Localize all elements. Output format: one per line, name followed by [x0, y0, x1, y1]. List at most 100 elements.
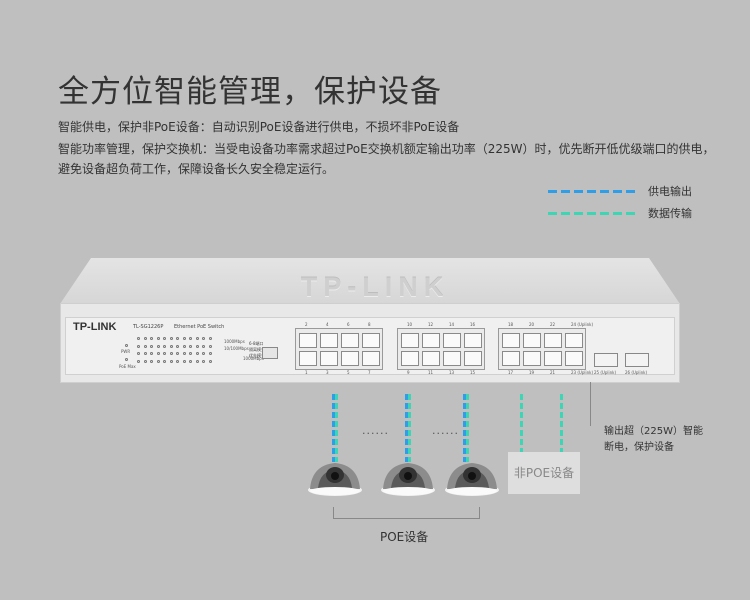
power-led-icon — [125, 344, 128, 347]
port-led-icon — [150, 352, 153, 355]
page-title: 全方位智能管理，保护设备 — [58, 74, 442, 110]
port-led-icon — [202, 352, 205, 355]
port-number: 22 — [550, 322, 556, 327]
ethernet-port[interactable] — [362, 351, 380, 366]
port-number: 6 — [347, 322, 350, 327]
port-led-icon — [208, 359, 212, 363]
port-number: 5 — [347, 370, 350, 375]
ethernet-port[interactable] — [320, 351, 338, 366]
speed-label-1000: 1000Mbps — [224, 339, 245, 344]
poe-devices-label: POE设备 — [380, 530, 429, 544]
ethernet-port[interactable] — [523, 351, 541, 366]
port-led-icon — [169, 344, 173, 348]
port-led-icon — [182, 352, 186, 355]
callout-text: 输出超（225W）智能 — [604, 426, 703, 437]
ethernet-port[interactable] — [464, 351, 482, 366]
ethernet-port[interactable] — [299, 351, 317, 366]
port-led-icon — [189, 337, 192, 340]
port-number: 26 (Uplink) — [625, 370, 648, 375]
port-number: 21 — [550, 370, 556, 375]
ethernet-port[interactable] — [299, 333, 317, 348]
ethernet-port[interactable] — [422, 351, 440, 366]
port-led-icon — [189, 344, 192, 348]
ethernet-port[interactable] — [422, 333, 440, 348]
bracket — [333, 507, 334, 519]
poe-max-led-label: PoE Max — [119, 364, 136, 369]
port-led-icon — [202, 344, 205, 348]
port-led-icon — [137, 352, 140, 355]
feature-description-poe-protection: 智能供电，保护非PoE设备：自动识别PoE设备进行供电，不损坏非PoE设备 — [58, 120, 460, 134]
bracket — [333, 518, 480, 519]
port-number: 11 — [428, 370, 434, 375]
data-line — [466, 394, 469, 462]
port-led-icon — [176, 352, 179, 355]
callout-text: 断电，保护设备 — [604, 442, 674, 453]
port-led-icon — [189, 352, 192, 355]
port-number: 10 — [407, 322, 413, 327]
port-led-icon — [169, 337, 173, 340]
port-led-icon — [182, 337, 186, 340]
non-poe-device: 非POE设备 — [508, 452, 580, 494]
sfp-port[interactable] — [594, 353, 618, 367]
sfp-port[interactable] — [625, 353, 649, 367]
ethernet-port[interactable] — [443, 351, 461, 366]
port-led-icon — [202, 337, 205, 340]
port-led-icon — [137, 359, 140, 363]
port-led-icon — [195, 337, 199, 340]
port-number: 16 — [470, 322, 476, 327]
ellipsis-text: ...... — [362, 424, 389, 437]
dome-camera-icon — [381, 463, 435, 496]
port-led-icon — [208, 352, 212, 355]
port-number: 8 — [368, 322, 371, 327]
ethernet-port[interactable] — [341, 333, 359, 348]
power-line — [332, 394, 335, 462]
power-led-label: PWR — [121, 349, 131, 354]
overload-callout: 输出超（225W）智能 断电，保护设备 — [604, 424, 703, 456]
port-number: 17 — [508, 370, 514, 375]
port-led-icon — [202, 359, 205, 363]
port-number: 3 — [326, 370, 329, 375]
mode-label: 隔离模式 — [249, 347, 265, 352]
ethernet-port[interactable] — [565, 351, 583, 366]
port-led-icon — [182, 344, 186, 348]
port-led-icon — [176, 359, 179, 363]
poe-cable — [463, 394, 469, 462]
ethernet-port[interactable] — [502, 333, 520, 348]
feature-description-line: 避免设备超负荷工作，保障设备长久安全稳定运行。 — [58, 162, 335, 176]
legend-label: 供电输出 — [648, 185, 692, 198]
port-number: 25 (Uplink) — [594, 370, 617, 375]
ethernet-port[interactable] — [320, 333, 338, 348]
data-line — [560, 394, 563, 462]
ethernet-port[interactable] — [544, 333, 562, 348]
ethernet-port[interactable] — [401, 333, 419, 348]
port-led-icon — [189, 359, 192, 363]
port-led-icon — [176, 337, 179, 340]
data-only-cable — [560, 394, 566, 462]
port-led-icon — [150, 359, 153, 363]
port-led-icon — [143, 352, 147, 355]
dome-camera-icon — [308, 463, 362, 496]
port-led-icon — [156, 344, 160, 348]
ethernet-port[interactable] — [565, 333, 583, 348]
port-led-icon — [150, 344, 153, 348]
port-led-icon — [195, 359, 199, 363]
data-line — [520, 394, 523, 462]
ethernet-port[interactable] — [362, 333, 380, 348]
port-led-icon — [156, 337, 160, 340]
ethernet-port[interactable] — [502, 351, 520, 366]
switch-top-panel — [60, 258, 680, 304]
ethernet-port[interactable] — [341, 351, 359, 366]
ethernet-port[interactable] — [523, 333, 541, 348]
data-line-swatch — [548, 212, 636, 215]
port-number: 23 (Uplink) — [571, 370, 594, 375]
mode-switch-button[interactable] — [262, 347, 278, 359]
ethernet-port[interactable] — [544, 351, 562, 366]
ethernet-port[interactable] — [443, 333, 461, 348]
poe-cable — [332, 394, 338, 462]
mode-label: 6-8端口 — [249, 341, 264, 346]
ethernet-port[interactable] — [464, 333, 482, 348]
port-number: 20 — [529, 322, 535, 327]
port-led-icon — [156, 352, 160, 355]
power-line — [463, 394, 466, 462]
ethernet-port[interactable] — [401, 351, 419, 366]
